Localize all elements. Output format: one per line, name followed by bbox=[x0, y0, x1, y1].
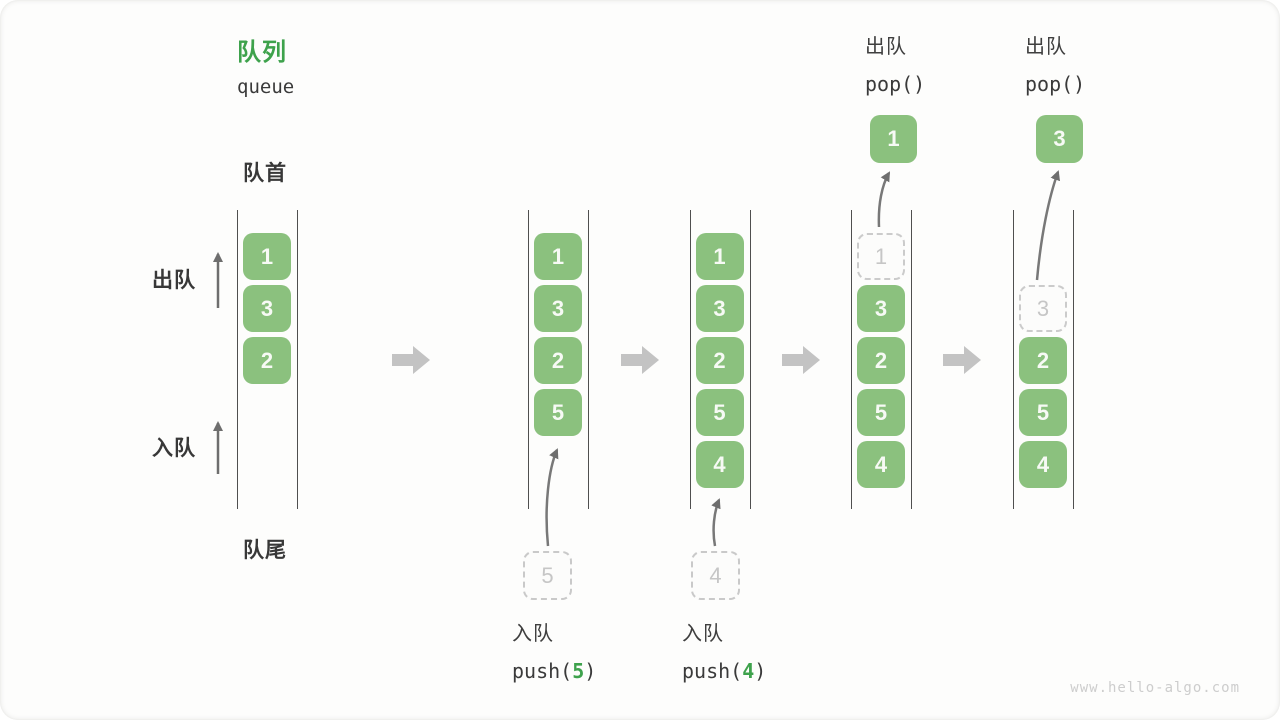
push-label-code: push(4) bbox=[682, 659, 766, 683]
queue-column-state-3: 1 3 2 5 4 bbox=[689, 210, 751, 509]
queue-item: 3 bbox=[243, 285, 291, 332]
push-code-arg: 5 bbox=[572, 659, 585, 683]
queue-column-state-2: 1 3 2 5 bbox=[528, 210, 589, 509]
queue-item: 5 bbox=[857, 389, 905, 436]
queue-item-ghost: 1 bbox=[857, 233, 905, 280]
queue-item: 5 bbox=[695, 389, 744, 436]
queue-column-state-1: 1 3 2 bbox=[237, 210, 298, 509]
queue-item: 5 bbox=[534, 389, 582, 436]
queue-item-ghost: 3 bbox=[1019, 285, 1067, 332]
push-label-code: push(5) bbox=[512, 659, 596, 683]
state-transition-arrow-icon bbox=[782, 346, 820, 374]
state-transition-arrow-icon bbox=[621, 346, 659, 374]
queue-item: 3 bbox=[857, 285, 905, 332]
queue-item: 2 bbox=[695, 337, 744, 384]
title-zh: 队列 bbox=[237, 39, 287, 66]
state-transition-arrow-icon bbox=[392, 346, 430, 374]
push-operation-label: 入队 push(4) bbox=[682, 617, 766, 683]
label-queue-front: 队首 bbox=[243, 162, 287, 185]
push-label-zh: 入队 bbox=[512, 623, 554, 645]
push-label-zh: 入队 bbox=[682, 623, 724, 645]
staged-element-box: 5 bbox=[523, 551, 572, 600]
diagram-title: 队列 queue bbox=[237, 32, 294, 98]
pop-operation-label: 出队 pop() bbox=[865, 30, 925, 96]
pop-label-code: pop() bbox=[1025, 72, 1086, 96]
title-en: queue bbox=[237, 76, 295, 98]
queue-item: 4 bbox=[695, 441, 744, 488]
push-code-suffix: ) bbox=[584, 659, 597, 683]
queue-item: 1 bbox=[243, 233, 291, 280]
pop-label-zh: 出队 bbox=[1025, 36, 1067, 58]
queue-item: 1 bbox=[695, 233, 744, 280]
push-code-prefix: push( bbox=[682, 659, 743, 683]
queue-column-state-4: 1 3 2 5 4 bbox=[851, 210, 912, 509]
staged-element-box: 4 bbox=[691, 551, 740, 600]
label-enqueue-side: 入队 bbox=[152, 437, 196, 460]
push-code-prefix: push( bbox=[512, 659, 573, 683]
queue-item: 5 bbox=[1019, 389, 1067, 436]
label-dequeue-side: 出队 bbox=[152, 269, 196, 292]
popped-element-box: 1 bbox=[870, 115, 917, 163]
queue-item: 2 bbox=[534, 337, 582, 384]
push-operation-label: 入队 push(5) bbox=[512, 617, 596, 683]
queue-item: 4 bbox=[1019, 441, 1067, 488]
state-transition-arrow-icon bbox=[943, 346, 981, 374]
push-code-arg: 4 bbox=[742, 659, 755, 683]
popped-element-box: 3 bbox=[1036, 115, 1083, 163]
queue-item: 2 bbox=[1019, 337, 1067, 384]
watermark: www.hello-algo.com bbox=[1070, 680, 1240, 696]
pop-operation-label: 出队 pop() bbox=[1025, 30, 1085, 96]
push-code-suffix: ) bbox=[754, 659, 767, 683]
queue-item: 1 bbox=[534, 233, 582, 280]
queue-item: 3 bbox=[534, 285, 582, 332]
queue-item: 4 bbox=[857, 441, 905, 488]
label-queue-rear: 队尾 bbox=[243, 539, 287, 562]
queue-item: 2 bbox=[243, 337, 291, 384]
queue-item: 3 bbox=[695, 285, 744, 332]
queue-column-state-5: 3 2 5 4 bbox=[1013, 210, 1074, 509]
queue-item: 2 bbox=[857, 337, 905, 384]
pop-label-code: pop() bbox=[865, 72, 926, 96]
pop-label-zh: 出队 bbox=[865, 36, 907, 58]
